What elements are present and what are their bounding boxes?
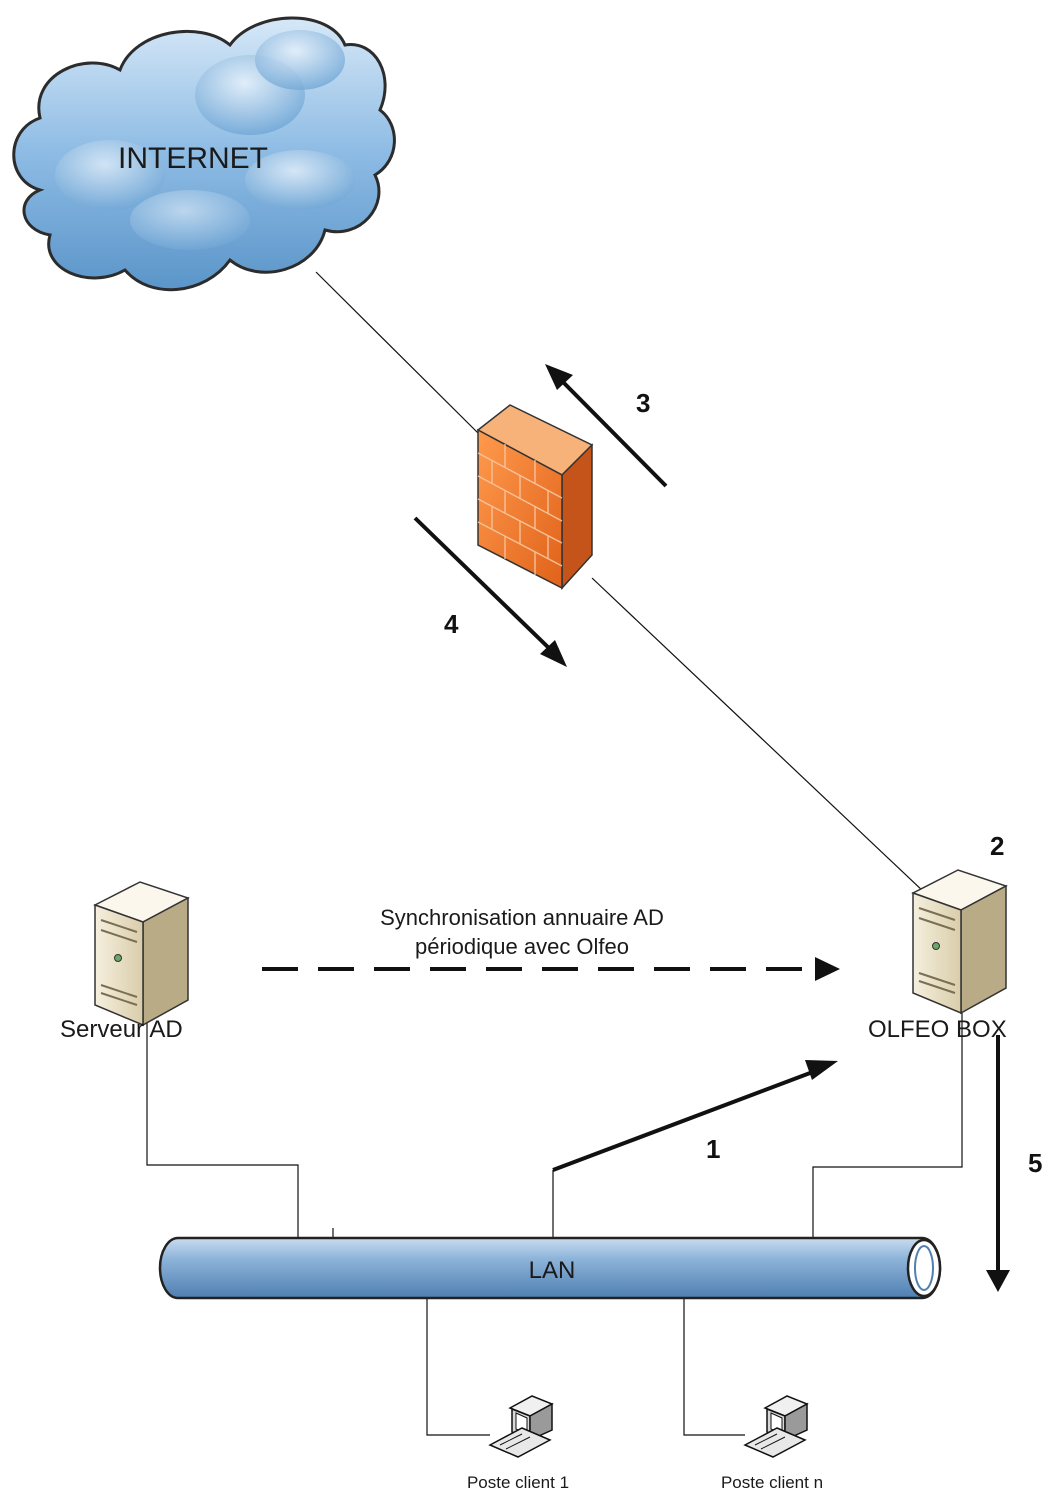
arrow-step-5-head — [986, 1270, 1010, 1292]
link-olfeo-lan — [812, 1010, 963, 1238]
internet-label: INTERNET — [118, 142, 268, 175]
arrow-step-4-head — [540, 640, 567, 667]
step-arrows — [262, 364, 1010, 1292]
link-firewall-olfeo — [591, 577, 926, 894]
step-3-label: 3 — [636, 388, 650, 418]
lan-label: LAN — [529, 1257, 576, 1284]
ad-server-label: Serveur AD — [60, 1016, 183, 1043]
workstation-icon-1 — [488, 1395, 554, 1458]
network-links — [146, 271, 963, 1436]
internet-cloud: INTERNET — [12, 16, 396, 292]
olfeo-box-icon — [911, 869, 1008, 1015]
step-1-label: 1 — [706, 1134, 720, 1164]
sync-label-line2: périodique avec Olfeo — [415, 934, 629, 959]
sync-arrow-head — [815, 957, 840, 981]
arrow-step-4 — [413, 516, 555, 654]
link-lan-client1 — [426, 1298, 490, 1436]
ad-server-icon — [93, 881, 190, 1027]
sync-label-line1: Synchronisation annuaire AD — [380, 905, 664, 930]
lan-pipe: LAN — [158, 1236, 942, 1300]
arrow-step-3-head — [545, 364, 573, 390]
arrow-step-1-head — [805, 1060, 838, 1080]
firewall-icon — [476, 404, 594, 590]
arrow-step-1 — [552, 1068, 819, 1172]
workstation-icon-n — [743, 1395, 809, 1458]
link-internet-firewall — [315, 271, 481, 436]
step-2-label: 2 — [990, 831, 1004, 861]
link-lan-clientn — [683, 1298, 745, 1436]
client-1-label: Poste client 1 — [467, 1473, 569, 1492]
olfeo-box-label: OLFEO BOX — [868, 1016, 1007, 1043]
client-n-label: Poste client n — [721, 1473, 823, 1492]
link-ad-lan — [146, 1010, 299, 1238]
step-4-label: 4 — [444, 609, 459, 639]
arrow-step-3 — [560, 379, 668, 488]
step-5-label: 5 — [1028, 1148, 1042, 1178]
